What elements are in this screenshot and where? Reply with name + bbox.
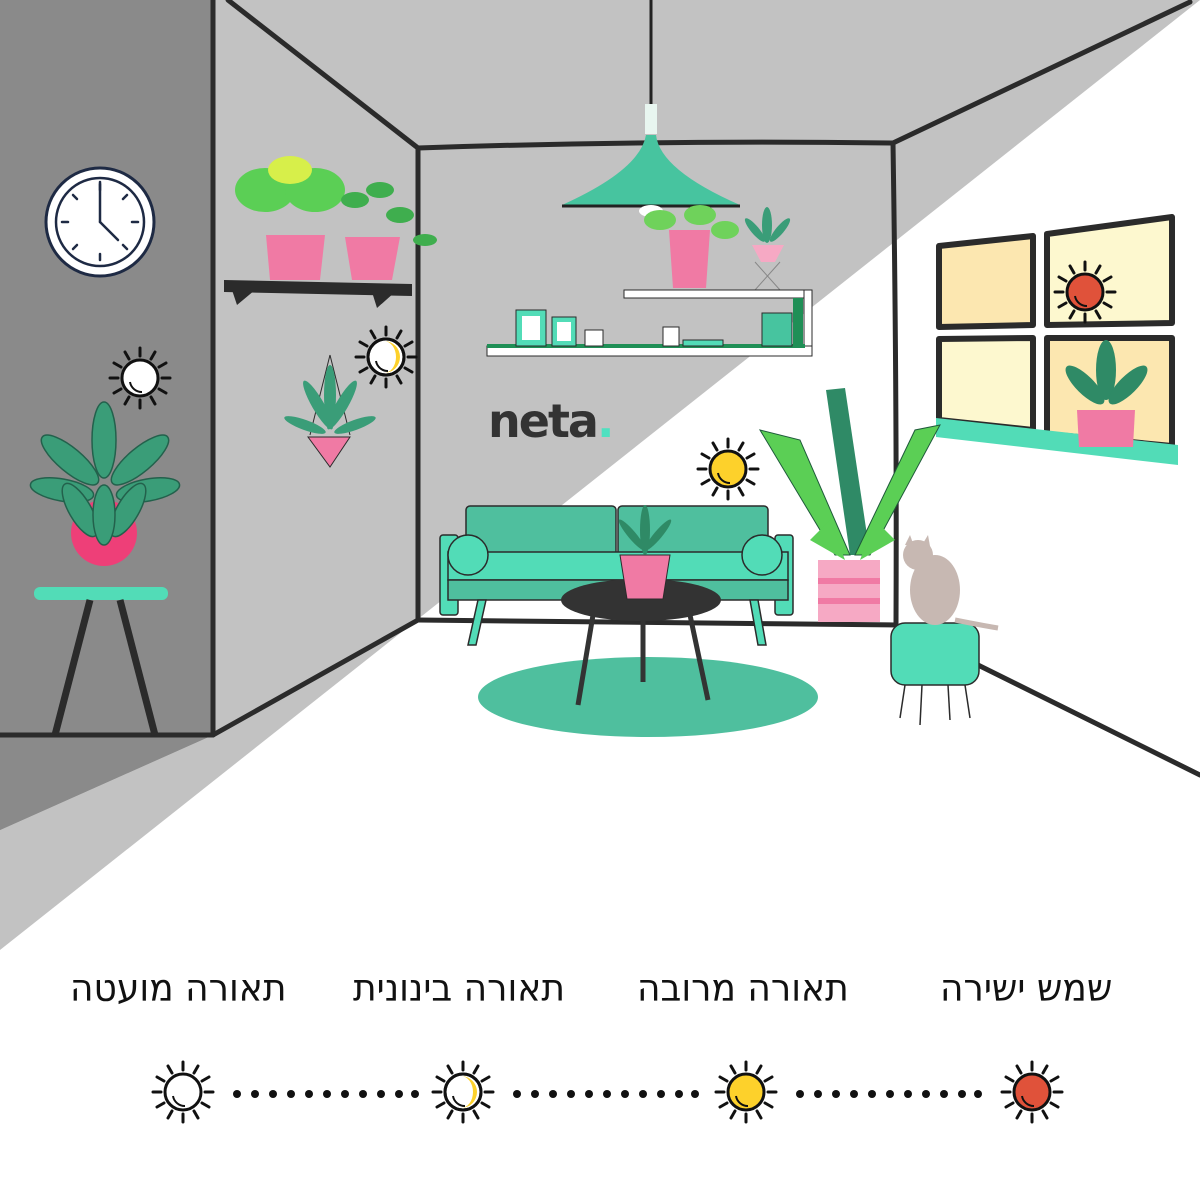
legend-label-direct-sun: שמש ישירה bbox=[940, 966, 1113, 1011]
dark-wall-floor bbox=[0, 735, 213, 830]
brand-name: neta bbox=[488, 394, 599, 448]
stand-plant bbox=[29, 401, 181, 736]
window-plant bbox=[1065, 340, 1148, 447]
brand-logo-text: neta. bbox=[488, 398, 615, 444]
window-sill bbox=[936, 418, 1178, 465]
round-rug bbox=[478, 657, 818, 737]
table-plant bbox=[618, 505, 672, 600]
ottoman bbox=[890, 622, 980, 726]
legend-label-bright-light: תאורה מרובה bbox=[637, 966, 849, 1011]
hanging-plant bbox=[284, 354, 376, 468]
brand-dot: . bbox=[596, 394, 615, 448]
floating-shelves bbox=[486, 289, 813, 357]
coffee-table bbox=[561, 579, 721, 706]
banana-plant bbox=[758, 388, 941, 622]
wall-shelf bbox=[224, 156, 437, 308]
shelf-plants-top bbox=[644, 205, 791, 291]
clock-icon bbox=[44, 166, 156, 278]
legend-label-low-light: תאורה מועטה bbox=[70, 966, 287, 1011]
legend-label-medium-light: תאורה בינונית bbox=[353, 966, 566, 1011]
cat bbox=[903, 535, 999, 631]
legend-sun-scale bbox=[153, 1062, 1062, 1122]
pendant-lamp bbox=[562, 0, 740, 217]
